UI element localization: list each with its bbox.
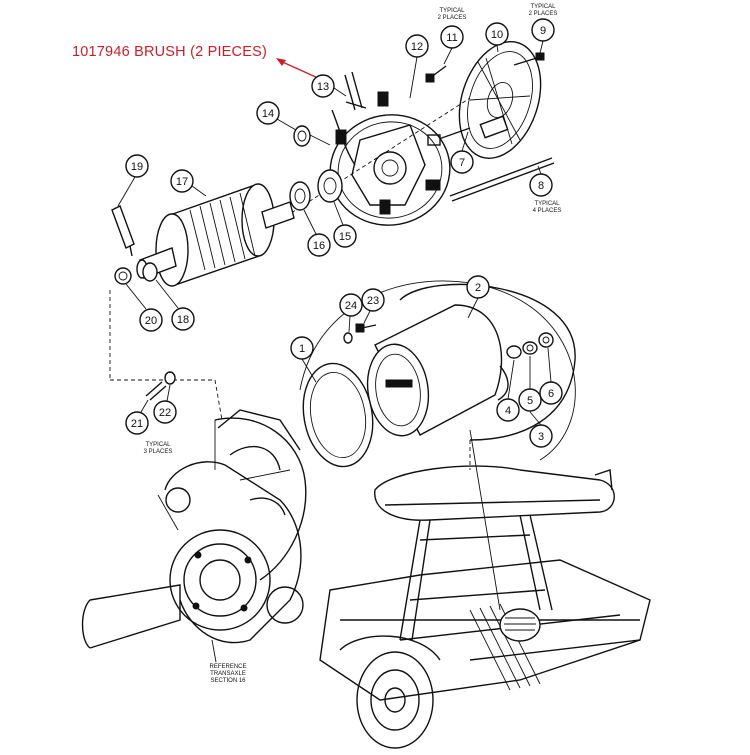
note-reference-line1: REFERENCE	[209, 664, 246, 670]
end-cap-assembly	[267, 41, 555, 229]
part-bubble-11: 11	[440, 25, 464, 65]
part-label-17: 17	[176, 176, 188, 188]
grease-tube-and-washers	[111, 205, 158, 285]
part-label-12: 12	[411, 41, 423, 53]
part-bubble-18: 18	[155, 279, 195, 331]
note-typical-2a-line2: 2 PLACES	[438, 15, 467, 21]
part-bubble-8: 8	[529, 165, 553, 197]
part-label-24: 24	[345, 300, 357, 312]
part-bubble-14: 14	[256, 101, 297, 131]
part-label-2: 2	[475, 282, 481, 294]
part-label-23: 23	[367, 295, 379, 307]
armature	[136, 183, 295, 287]
bearing-and-washers	[289, 125, 343, 211]
part-label-6: 6	[548, 388, 554, 400]
note-typical-4-line2: 4 PLACES	[533, 208, 562, 214]
part-label-4: 4	[505, 405, 511, 417]
part-label-10: 10	[491, 29, 503, 41]
callout-arrow	[276, 58, 319, 79]
part-bubble-16: 16	[303, 209, 331, 257]
mount-bolts	[145, 371, 176, 401]
part-bubble-7: 7	[450, 131, 474, 174]
part-bubble-20: 20	[125, 283, 163, 332]
part-bubble-17: 17	[170, 169, 207, 197]
part-bubble-15: 15	[333, 201, 357, 248]
part-label-8: 8	[538, 180, 544, 192]
part-label-20: 20	[145, 315, 157, 327]
part-bubble-1: 1	[290, 336, 317, 383]
part-bubble-21: 21	[125, 399, 149, 435]
note-reference-line2: TRANSAXLE	[210, 671, 246, 677]
part-label-9: 9	[540, 25, 546, 37]
part-label-13: 13	[317, 81, 329, 93]
part-label-5: 5	[527, 395, 533, 407]
part-label-7: 7	[459, 157, 465, 169]
part-bubble-2: 2	[466, 275, 490, 319]
part-bubble-5: 5	[518, 356, 542, 412]
part-label-11: 11	[446, 32, 457, 44]
part-bubble-23: 23	[361, 288, 385, 324]
mounting-ring	[302, 362, 374, 468]
brush-callout-label: 1017946 BRUSH (2 PIECES)	[72, 44, 267, 60]
transaxle	[81, 409, 307, 663]
part-bubble-9: 9	[531, 18, 555, 54]
note-typical-3-line1: TYPICAL	[145, 442, 171, 448]
part-label-21: 21	[131, 418, 143, 430]
part-bubble-24: 24	[339, 293, 363, 333]
part-bubbles: 1 2 3 4 5 6 7 8 9 10 11 12 13 14 15 16 1…	[117, 18, 563, 448]
note-typical-2a-line1: TYPICAL	[439, 8, 465, 14]
golf-cart	[319, 429, 651, 749]
part-label-3: 3	[538, 431, 544, 443]
part-label-22: 22	[159, 407, 171, 419]
note-typical-2b-line1: TYPICAL	[530, 4, 556, 10]
part-bubble-12: 12	[405, 34, 429, 99]
note-typical-3-line2: 3 PLACES	[144, 449, 173, 455]
part-bubble-22: 22	[153, 384, 177, 424]
part-label-14: 14	[262, 108, 274, 120]
note-typical-4-line1: TYPICAL	[534, 201, 560, 207]
alignment-guides	[109, 290, 471, 470]
part-label-1: 1	[299, 343, 305, 355]
part-label-16: 16	[313, 240, 325, 252]
notes: TYPICAL 2 PLACES TYPICAL 2 PLACES TYPICA…	[144, 4, 562, 684]
part-bubble-13: 13	[311, 74, 347, 98]
field-frame	[343, 283, 576, 441]
detail-circle	[299, 280, 576, 461]
part-bubble-6: 6	[539, 347, 563, 405]
part-bubble-3: 3	[529, 411, 553, 448]
part-bubble-10: 10	[485, 22, 509, 53]
part-bubble-4: 4	[496, 359, 520, 422]
part-label-19: 19	[131, 161, 143, 173]
part-bubble-19: 19	[117, 154, 149, 207]
part-label-15: 15	[339, 231, 351, 243]
note-typical-2b-line2: 2 PLACES	[529, 11, 558, 17]
note-reference-line3: SECTION 16	[210, 678, 246, 684]
part-label-18: 18	[177, 314, 189, 326]
